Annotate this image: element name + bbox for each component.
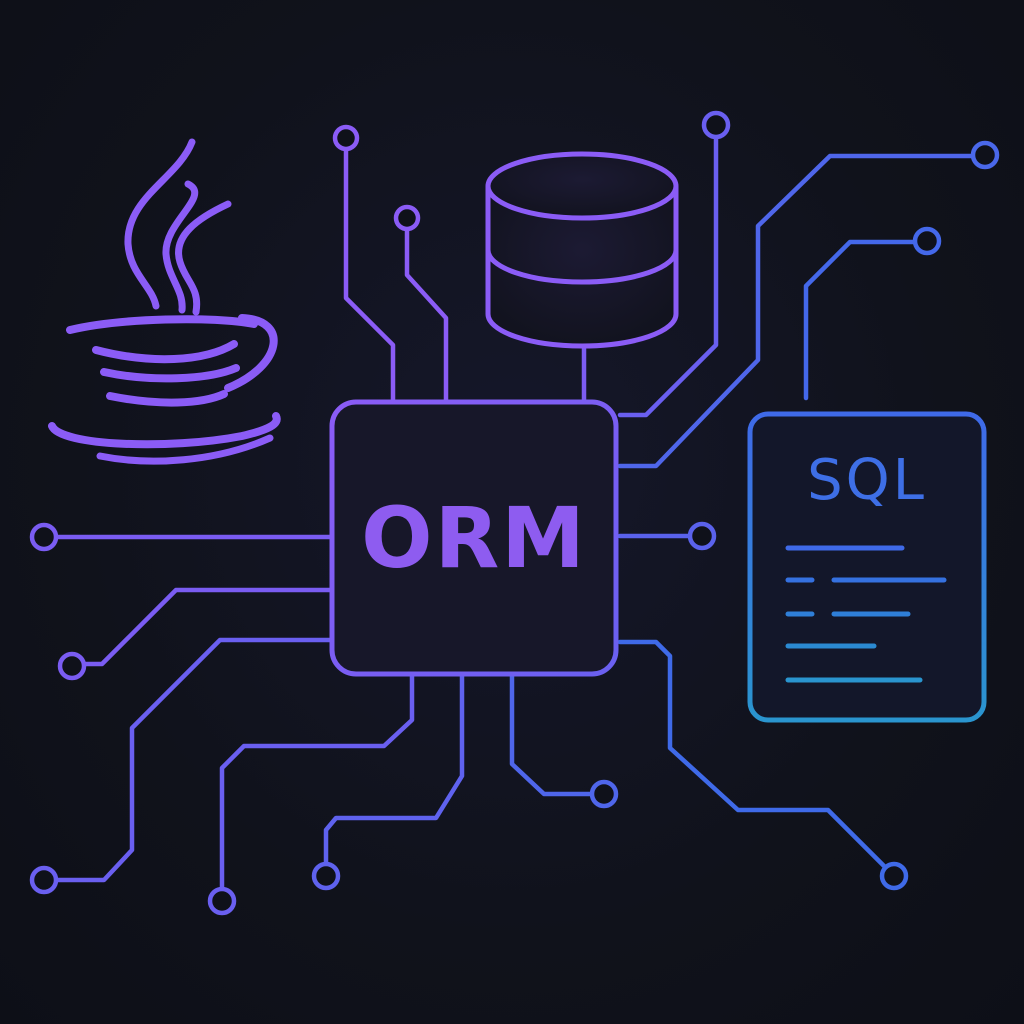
sql-document-icon <box>747 411 987 723</box>
bottom-traces <box>207 671 619 916</box>
trace-top-left-outer <box>343 145 396 405</box>
trace-node <box>879 861 909 891</box>
trace-node <box>29 522 59 552</box>
trace-bottom-2 <box>323 671 465 867</box>
java-coffee-cup-icon <box>48 138 281 465</box>
left-traces <box>29 522 335 895</box>
trace-node <box>912 226 942 256</box>
trace-top-left-inner <box>404 225 449 405</box>
trace-node <box>57 651 87 681</box>
trace-node <box>393 204 421 232</box>
trace-node <box>311 861 341 891</box>
trace-node <box>29 865 59 895</box>
database-cylinder-icon <box>485 151 679 349</box>
trace-node <box>589 779 619 809</box>
trace-bottom-1 <box>219 671 415 891</box>
trace-bottom-3 <box>509 671 595 797</box>
top-traces <box>332 110 731 418</box>
orm-label: ORM <box>361 489 587 587</box>
trace-node <box>207 886 237 916</box>
trace-to-document <box>803 239 917 401</box>
trace-right-bottom <box>617 639 887 869</box>
trace-node <box>701 110 731 140</box>
right-traces <box>617 140 1000 891</box>
trace-top-right <box>617 134 719 418</box>
trace-left-bottom <box>53 637 335 883</box>
trace-right-top <box>617 153 975 469</box>
trace-node <box>970 140 1000 170</box>
orm-chip <box>329 399 619 677</box>
sql-label: SQL <box>807 447 927 513</box>
trace-node <box>332 124 360 152</box>
trace-node <box>687 521 717 551</box>
trace-left-mid <box>81 587 335 667</box>
